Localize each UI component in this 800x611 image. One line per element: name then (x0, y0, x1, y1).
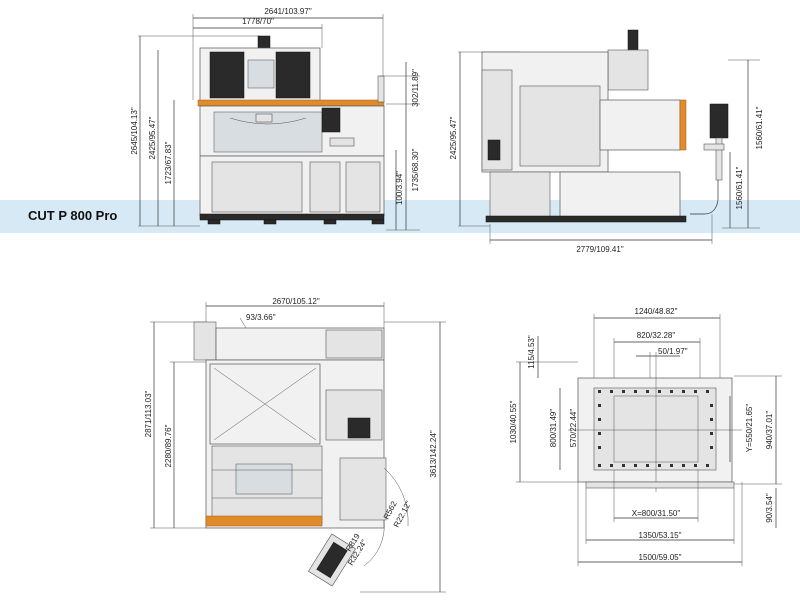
top-view: 2670/105.12" 93/3.66" 2871/113.03" 2280/… (144, 297, 446, 593)
table-width-top: 1240/48.82" (635, 307, 678, 316)
side-panel-height-right: 1560/61.41" (755, 106, 764, 149)
table-view: 1240/48.82" 820/32.28" 50/1.97" 1030/40.… (509, 307, 782, 566)
table-x-travel: X=800/31.50" (632, 509, 681, 518)
top-depth-1: 2871/113.03" (144, 390, 153, 437)
top-width: 2670/105.12" (272, 297, 319, 306)
side-view: 2425/95.47" 1560/61.41" 1560/61.41" 2779… (449, 29, 764, 254)
product-name: CUT P 800 Pro (28, 208, 117, 223)
table-width-1350: 1350/53.15" (639, 531, 682, 540)
table-bottom-offset: 90/3.54" (765, 493, 774, 523)
table-y-travel: Y=550/21.65" (745, 404, 754, 453)
table-height-570: 570/22.44" (569, 409, 578, 448)
front-work-height: 1735/68.30" (411, 148, 420, 191)
table-height-940: 940/37.01" (765, 411, 774, 450)
top-depth-total: 3613/142.24" (429, 430, 438, 477)
front-overall-height: 2645/104.13" (130, 107, 139, 154)
table-width-1500: 1500/59.05" (639, 553, 682, 562)
table-height-total: 1030/40.55" (509, 400, 518, 443)
side-height: 2425/95.47" (449, 116, 458, 159)
top-small-offset: 93/3.66" (246, 313, 276, 322)
table-width-2: 820/32.28" (637, 331, 676, 340)
front-floor-offset: 100/3.94" (395, 171, 404, 205)
top-depth-2: 2280/89.76" (164, 424, 173, 467)
side-panel-height-top: 1560/61.41" (735, 166, 744, 209)
table-height-800: 800/31.49" (549, 409, 558, 448)
front-height-3: 1723/67.83" (164, 141, 173, 184)
table-left-top: 115/4.53" (527, 335, 536, 369)
front-height-2: 2425/95.47" (148, 116, 157, 159)
front-overall-width: 2641/103.97" (264, 7, 311, 16)
table-width-3: 50/1.97" (658, 347, 688, 356)
side-depth: 2779/109.41" (576, 245, 623, 254)
front-offset-top: 302/11.89" (411, 69, 420, 107)
front-inner-width: 1778/70" (242, 17, 274, 26)
